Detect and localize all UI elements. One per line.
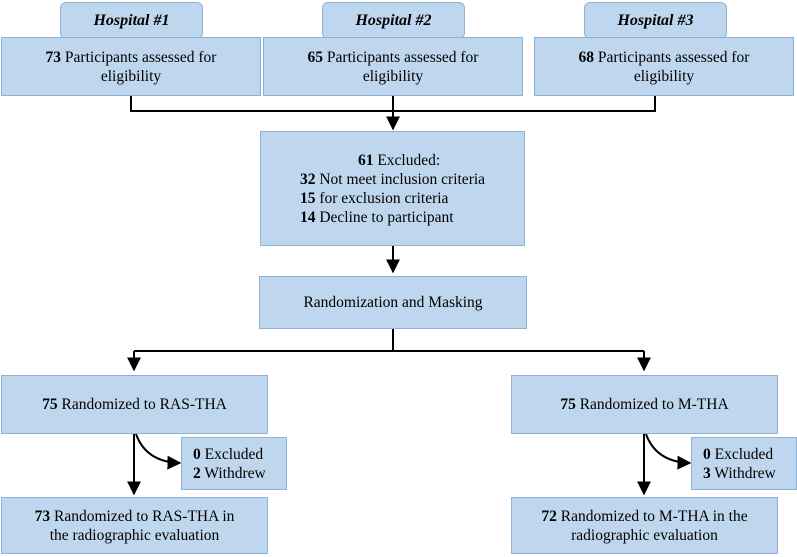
arm-1-box: 75 Randomized to RAS-THA bbox=[1, 375, 268, 434]
arm-1-side-box: 0 Excluded 2 Withdrew bbox=[181, 437, 287, 490]
hospital-2-count: 65 bbox=[307, 48, 324, 66]
excluded-item-2: 15 for exclusion criteria bbox=[300, 189, 485, 208]
arm-2-side-withdrew: 3 Withdrew bbox=[703, 464, 776, 483]
arm-2-final-text2: radiographic evaluation bbox=[571, 526, 718, 544]
arm-1-side-withdrew: 2 Withdrew bbox=[193, 464, 266, 483]
hospital-1-count: 73 bbox=[45, 48, 62, 66]
hospital-1-text1: Participants assessed for bbox=[64, 48, 217, 66]
arm-1-final-line1: 73 Randomized to RAS-THA in bbox=[35, 507, 235, 526]
excluded-item-3-label: Decline to participant bbox=[319, 208, 454, 226]
excluded-item-2-label: for exclusion criteria bbox=[319, 189, 449, 207]
hospital-2-line1: 65 Participants assessed for bbox=[308, 48, 479, 67]
excluded-total-count: 61 bbox=[357, 151, 374, 169]
hospital-2-label: Hospital #2 bbox=[322, 2, 465, 39]
arm-1-side-excluded-count: 0 bbox=[193, 445, 201, 463]
arm-1-final-text2: the radiographic evaluation bbox=[49, 526, 220, 544]
hospital-3-text2: eligibility bbox=[633, 67, 695, 85]
excluded-item-1-count: 32 bbox=[299, 170, 316, 188]
arm-2-box: 75 Randomized to M-THA bbox=[511, 375, 778, 434]
arrow-arm-2-side bbox=[645, 433, 692, 470]
arm-1-side-excluded: 0 Excluded bbox=[193, 445, 263, 464]
hospital-2-text1: Participants assessed for bbox=[326, 48, 479, 66]
arm-1-line: 75 Randomized to RAS-THA bbox=[42, 395, 227, 414]
arm-2-label: Randomized to M-THA bbox=[579, 396, 729, 413]
arm-2-side-withdrew-label: Withdrew bbox=[714, 464, 776, 482]
excluded-box: 61 Excluded: 32 Not meet inclusion crite… bbox=[260, 131, 525, 246]
arm-2-count: 75 bbox=[560, 396, 576, 413]
arrow-arm-1-side bbox=[135, 433, 182, 470]
hospital-3-count: 68 bbox=[578, 48, 595, 66]
excluded-item-3: 14 Decline to participant bbox=[300, 208, 485, 227]
arm-2-final-text1: Randomized to M-THA in the bbox=[560, 507, 748, 525]
arm-1-side-withdrew-label: Withdrew bbox=[204, 464, 266, 482]
arm-2-side-excluded-label: Excluded bbox=[714, 445, 774, 463]
randomization-label: Randomization and Masking bbox=[303, 294, 483, 311]
excluded-item-2-count: 15 bbox=[299, 189, 316, 207]
hospital-3-label: Hospital #3 bbox=[584, 2, 727, 39]
arm-1-side-withdrew-count: 2 bbox=[193, 464, 201, 482]
hospital-1-eligibility-box: 73 Participants assessed for eligibility bbox=[1, 37, 261, 96]
excluded-total-label: Excluded: bbox=[377, 151, 441, 169]
excluded-total-line: 61 Excluded: bbox=[300, 151, 485, 170]
arm-2-side-withdrew-count: 3 bbox=[703, 464, 711, 482]
hospital-1-text2: eligibility bbox=[100, 67, 162, 85]
excluded-item-1-label: Not meet inclusion criteria bbox=[319, 170, 486, 188]
excluded-item-3-count: 14 bbox=[299, 208, 316, 226]
excluded-item-1: 32 Not meet inclusion criteria bbox=[300, 170, 485, 189]
hospital-2-eligibility-box: 65 Participants assessed for eligibility bbox=[263, 37, 523, 96]
arm-2-final-line1: 72 Randomized to M-THA in the bbox=[541, 507, 747, 526]
arm-2-side-box: 0 Excluded 3 Withdrew bbox=[691, 437, 797, 490]
arm-2-side-excluded-count: 0 bbox=[703, 445, 711, 463]
arm-2-line: 75 Randomized to M-THA bbox=[560, 395, 728, 414]
arm-1-count: 75 bbox=[42, 396, 58, 413]
hospital-3-line1: 68 Participants assessed for bbox=[579, 48, 750, 67]
hospital-3-text1: Participants assessed for bbox=[597, 48, 750, 66]
hospital-1-line1: 73 Participants assessed for bbox=[46, 48, 217, 67]
hospital-3-eligibility-box: 68 Participants assessed for eligibility bbox=[534, 37, 794, 96]
arm-2-final-box: 72 Randomized to M-THA in the radiograph… bbox=[511, 497, 778, 554]
hospital-1-label: Hospital #1 bbox=[60, 2, 203, 39]
arm-2-final-count: 72 bbox=[541, 507, 557, 525]
arm-2-side-excluded: 0 Excluded bbox=[703, 445, 773, 464]
arm-1-final-count: 73 bbox=[34, 507, 51, 525]
arm-1-final-text1: Randomized to RAS-THA in bbox=[53, 507, 235, 525]
randomization-box: Randomization and Masking bbox=[259, 276, 527, 329]
arm-1-side-excluded-label: Excluded bbox=[204, 445, 264, 463]
arm-1-label: Randomized to RAS-THA bbox=[61, 396, 227, 413]
hospital-2-text2: eligibility bbox=[362, 67, 424, 85]
excluded-content: 61 Excluded: 32 Not meet inclusion crite… bbox=[300, 151, 485, 227]
arm-1-final-box: 73 Randomized to RAS-THA in the radiogra… bbox=[1, 497, 268, 554]
